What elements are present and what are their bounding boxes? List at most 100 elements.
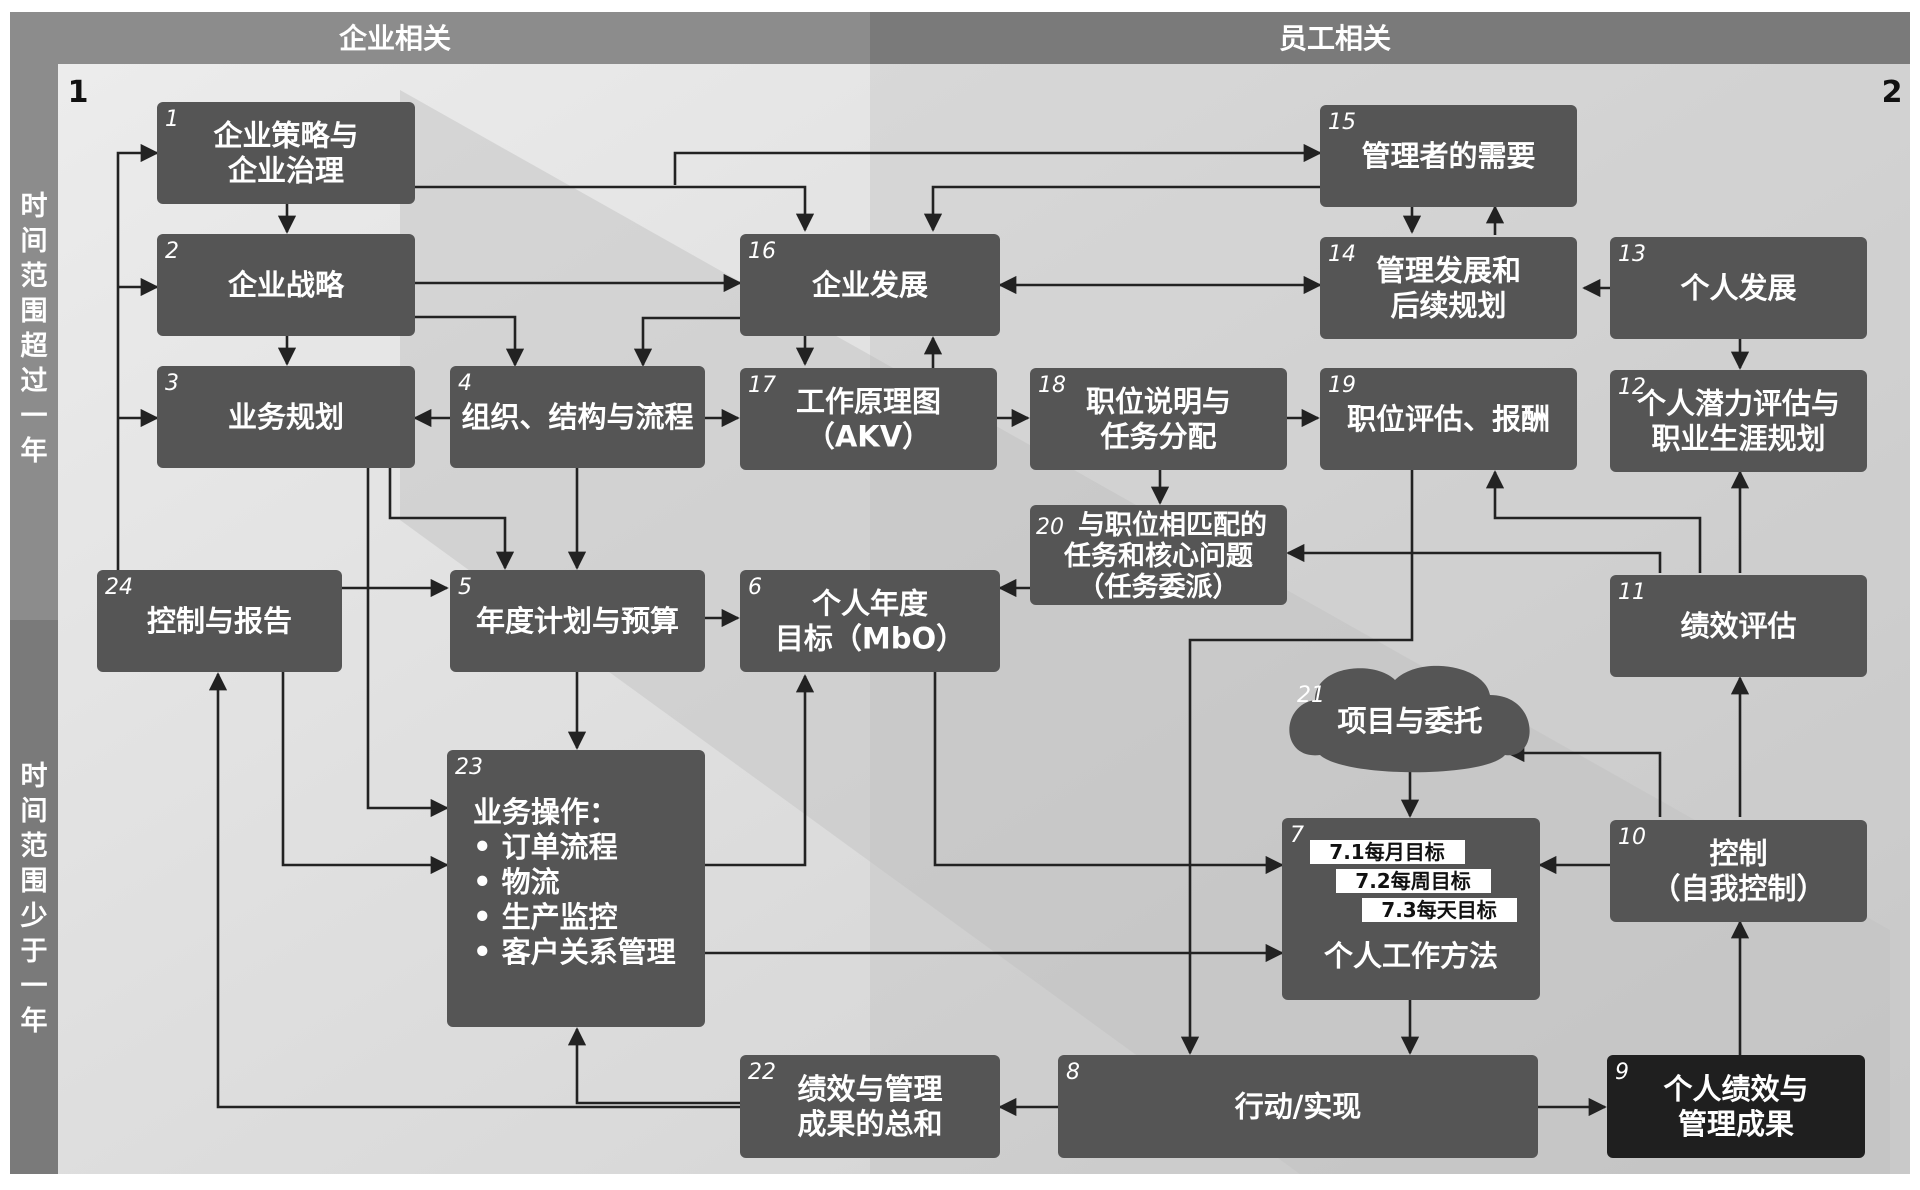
box-number: 16 xyxy=(748,239,776,264)
box-shape xyxy=(740,570,1000,672)
header-right-label: 员工相关 xyxy=(1279,22,1391,55)
box-shape xyxy=(1610,820,1867,922)
box-label-line: 控制 xyxy=(1709,837,1767,871)
arrow-10-to-21 xyxy=(1506,743,1662,817)
box-label-line: • 订单流程 xyxy=(473,830,618,864)
box-number: 9 xyxy=(1615,1060,1629,1085)
box-number: 13 xyxy=(1618,242,1646,267)
box-number: 18 xyxy=(1038,373,1066,398)
arrow-22-to-24 xyxy=(208,672,740,1109)
box-11: 11 绩效评估 xyxy=(1610,575,1867,677)
box-label-line: 绩效评估 xyxy=(1680,609,1796,643)
side-label-top: 时间范围超过一年 xyxy=(21,191,49,467)
sub-goal-text: 7.3每天目标 xyxy=(1381,898,1496,922)
box-shape xyxy=(1610,370,1867,472)
box-label-line: 行动/实现 xyxy=(1234,1090,1362,1124)
arrow-19-to-8 xyxy=(1180,468,1414,1055)
box-shape xyxy=(157,366,415,468)
box-label-line: 任务和核心问题 xyxy=(1063,540,1253,572)
box-label-line: 企业策略与 xyxy=(213,119,358,153)
box-number: 21 xyxy=(1297,683,1325,708)
sub-goal-text: 7.2每周目标 xyxy=(1355,869,1470,893)
box-label-line: 个人潜力评估与 xyxy=(1637,387,1840,421)
box-shape xyxy=(1058,1055,1538,1158)
box-label-line: 个人发展 xyxy=(1680,271,1796,305)
box-shape xyxy=(1030,505,1287,605)
box-shape xyxy=(450,366,705,468)
arrow-1-to-16 xyxy=(415,185,815,232)
sub-goal-tag xyxy=(1336,869,1491,893)
box-shape xyxy=(157,102,415,204)
corner-number-left: 1 xyxy=(68,75,89,110)
corner-number-right: 2 xyxy=(1882,75,1903,110)
box-21: 21 项目与委托 xyxy=(1289,665,1530,773)
box-number: 5 xyxy=(458,575,472,600)
sub-goal-tag xyxy=(1310,840,1465,864)
box-label-line: 绩效与管理 xyxy=(797,1072,942,1106)
box-number: 7 xyxy=(1290,823,1304,848)
box-label-line: 职位评估、报酬 xyxy=(1347,402,1550,436)
header-right-bar xyxy=(870,12,1910,64)
box-number: 17 xyxy=(748,373,776,398)
box-number: 12 xyxy=(1618,375,1646,400)
box-number: 23 xyxy=(455,755,483,780)
side-band-bottom xyxy=(10,620,58,1174)
box-number: 6 xyxy=(748,575,762,600)
box-number: 4 xyxy=(458,371,472,396)
box-13: 13 个人发展 xyxy=(1610,237,1867,339)
box-19: 19 职位评估、报酬 xyxy=(1320,368,1577,470)
box-shape xyxy=(1320,237,1577,339)
box-label-line: 个人工作方法 xyxy=(1324,939,1498,973)
box-label-line: （自我控制） xyxy=(1651,872,1825,906)
box-label-line: 企业治理 xyxy=(228,154,344,188)
arrow-24-to-1 xyxy=(116,143,159,570)
box-label-line: 职业生涯规划 xyxy=(1651,422,1825,456)
box-number: 14 xyxy=(1328,242,1356,267)
box-label-line: （AKV） xyxy=(806,420,931,454)
sub-goal-tag xyxy=(1362,898,1517,922)
box-label-line: 个人绩效与 xyxy=(1663,1072,1808,1106)
box-label-line: （任务委派） xyxy=(1078,572,1240,603)
box-label-line: 组织、结构与流程 xyxy=(461,400,693,434)
box-label-line: 后续规划 xyxy=(1390,289,1506,323)
box-label-line: 个人年度 xyxy=(812,587,928,621)
box-label-line: 业务规划 xyxy=(228,400,344,434)
box-label-line: 企业战略 xyxy=(228,268,345,302)
box-number: 20 xyxy=(1036,515,1064,540)
box-shape xyxy=(1030,368,1287,470)
connectors xyxy=(116,143,1750,1117)
sub-goal-text: 7.1每月目标 xyxy=(1329,840,1444,864)
box-number: 11 xyxy=(1618,580,1646,605)
box-number: 19 xyxy=(1328,373,1356,398)
box-label-line: 项目与委托 xyxy=(1337,704,1482,738)
arrow-2-to-4 xyxy=(415,315,525,367)
box-number: 8 xyxy=(1066,1060,1080,1085)
box-10: 10 控制（自我控制） xyxy=(1610,820,1867,922)
arrow-6-to-7 xyxy=(933,672,1284,875)
box-shape xyxy=(1320,368,1577,470)
arrow-15-to-16 xyxy=(923,185,1320,232)
box-shape xyxy=(97,570,342,672)
box-label-line: • 生产监控 xyxy=(473,900,618,934)
box-label-line: • 物流 xyxy=(473,865,560,899)
cloud-shape xyxy=(1289,665,1530,773)
box-label-line: 管理成果 xyxy=(1678,1107,1794,1141)
box-number: 10 xyxy=(1618,825,1646,850)
side-label-bottom: 时间范围少于一年 xyxy=(21,761,48,1037)
arrow-22-to-23 xyxy=(567,1027,740,1105)
box-shape xyxy=(1610,237,1867,339)
box-number: 22 xyxy=(748,1060,776,1085)
